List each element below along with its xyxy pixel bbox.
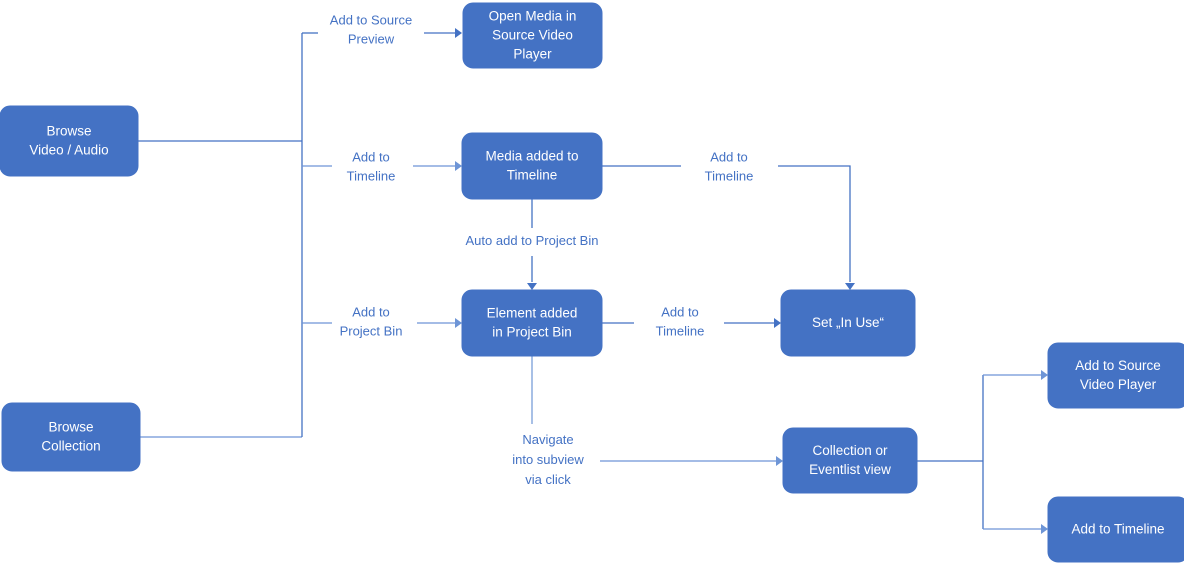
node-set-in-use[interactable]: Set „In Use“ — [780, 289, 916, 357]
arrowhead-icon — [845, 283, 855, 290]
node-label-line: Set „In Use“ — [812, 315, 884, 330]
edge-label-add-to-project-bin: Add to Project Bin — [340, 305, 403, 339]
node-label-line: Video Player — [1080, 377, 1157, 392]
arrowhead-icon — [774, 318, 781, 328]
node-label-line: Add to Source — [1075, 358, 1161, 373]
node-element-added-in-project-bin[interactable]: Element added in Project Bin — [461, 289, 603, 357]
node-shape[interactable] — [462, 2, 603, 69]
node-label: Element added in Project Bin — [487, 305, 578, 339]
edge-label-line: Add to — [352, 150, 390, 165]
edge-add-timeline-to-media-box — [413, 161, 462, 171]
edge-label-navigate-into-subview-via-click: Navigate into subview via click — [512, 432, 584, 487]
node-label-line: Eventlist view — [809, 462, 891, 477]
node-label-line: Collection — [41, 438, 100, 453]
node-label-line: Open Media in — [489, 8, 577, 23]
node-label-line: in Project Bin — [492, 324, 572, 339]
node-media-added-to-timeline[interactable]: Media added to Timeline — [461, 132, 603, 200]
edge-split-to-add-timeline — [983, 524, 1048, 534]
node-label: Collection or Eventlist view — [809, 443, 891, 477]
arrowhead-icon — [455, 28, 462, 38]
edge-label-add-to-timeline-top-right: Add to Timeline — [705, 150, 754, 184]
edge-path — [778, 165, 851, 282]
node-shape[interactable] — [782, 427, 918, 494]
edge-label-auto-add-to-project-bin: Auto add to Project Bin — [466, 233, 599, 248]
edge-label-line: Add to — [661, 305, 699, 320]
node-label: Media added to Timeline — [485, 148, 578, 182]
node-shape[interactable] — [1047, 342, 1184, 409]
node-shape[interactable] — [461, 289, 603, 357]
arrowhead-icon — [1041, 370, 1048, 380]
edge-timeline-label-mid-to-set-in-use — [724, 318, 781, 328]
edge-label-line: Timeline — [347, 169, 396, 184]
node-label: Set „In Use“ — [812, 315, 884, 330]
arrowhead-icon — [776, 456, 783, 466]
arrowhead-icon — [1041, 524, 1048, 534]
node-add-to-timeline-final[interactable]: Add to Timeline — [1047, 496, 1184, 563]
edge-navigate-label-to-collection-view — [600, 456, 783, 466]
node-label-line: Collection or — [812, 443, 888, 458]
node-shape[interactable] — [1, 402, 141, 472]
edge-split-to-add-source-player — [983, 370, 1048, 380]
edge-timeline-label-right-to-set-in-use — [778, 165, 855, 290]
edge-auto-add-to-element-box — [527, 256, 537, 290]
edge-label-line: Preview — [348, 32, 395, 47]
edge-label-add-to-timeline-mid-right: Add to Timeline — [656, 305, 705, 339]
node-label-line: Element added — [487, 305, 578, 320]
node-label-line: Player — [513, 46, 552, 61]
arrowhead-icon — [527, 283, 537, 290]
edge-label-line: Project Bin — [340, 324, 403, 339]
edge-label-line: into subview — [512, 452, 584, 467]
node-shape[interactable] — [0, 105, 139, 177]
edge-source-preview-to-open-media — [424, 28, 462, 38]
edge-project-bin-to-element-box — [417, 318, 462, 328]
edge-label-add-to-timeline-left: Add to Timeline — [347, 150, 396, 184]
node-label-line: Source Video — [492, 27, 573, 42]
node-label-line: Video / Audio — [29, 142, 108, 157]
node-shape[interactable] — [1047, 496, 1184, 563]
node-label-line: Timeline — [507, 167, 558, 182]
node-shape[interactable] — [461, 132, 603, 200]
node-label: Add to Timeline — [1071, 521, 1164, 536]
edge-label-line: Add to Source — [330, 13, 412, 28]
edge-label-line: Add to — [710, 150, 748, 165]
node-label-line: Add to Timeline — [1071, 521, 1164, 536]
edge-label-line: Timeline — [705, 169, 754, 184]
edges-layer — [138, 28, 1048, 534]
edge-label-line: Add to — [352, 305, 390, 320]
node-label-line: Browse — [48, 419, 93, 434]
node-collection-or-eventlist-view[interactable]: Collection or Eventlist view — [782, 427, 918, 494]
node-label-line: Browse — [46, 123, 91, 138]
edge-label-line: via click — [525, 472, 571, 487]
edge-label-line: Auto add to Project Bin — [466, 233, 599, 248]
edge-label-line: Timeline — [656, 324, 705, 339]
arrowhead-icon — [455, 318, 462, 328]
arrowhead-icon — [455, 161, 462, 171]
node-label-line: Media added to — [485, 148, 578, 163]
edge-label-line: Navigate — [522, 432, 573, 447]
node-shape[interactable] — [780, 289, 916, 357]
